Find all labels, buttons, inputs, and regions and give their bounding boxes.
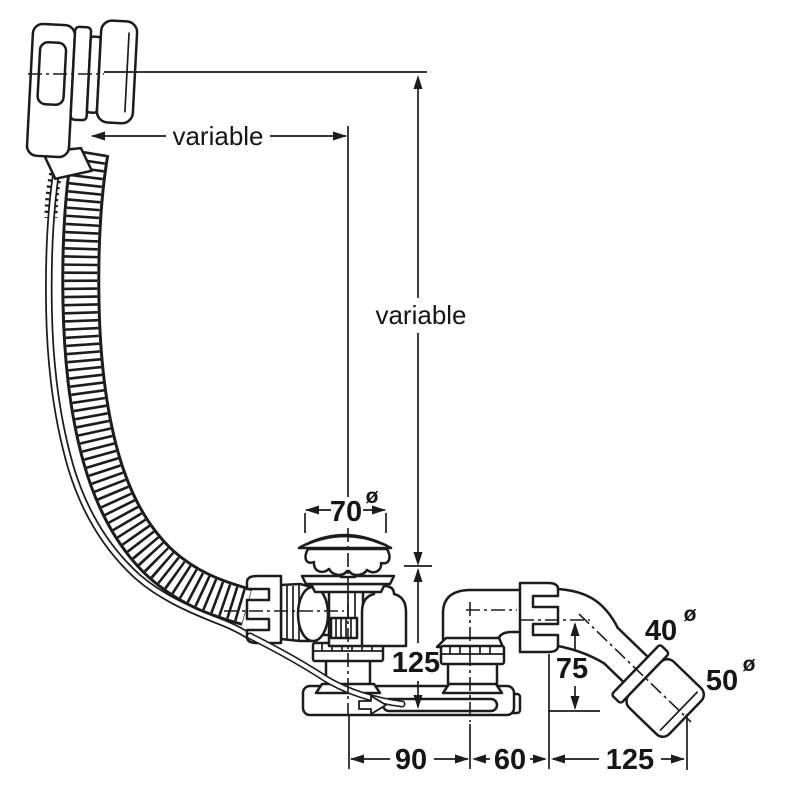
hose-union-nut [245, 574, 283, 645]
outlet-45-centerline [578, 613, 692, 723]
control-cable-upper [44, 146, 256, 642]
outlet-bend-bottom [556, 644, 606, 665]
cable-clamp-ribs [335, 618, 352, 638]
cable-clamp-block [329, 616, 359, 640]
dim-40-label: 40 [645, 615, 677, 647]
dim-variable-horizontal: variable [91, 121, 349, 497]
dim-70-diameter: 70 ø [304, 485, 387, 533]
dim-125-height-label: 125 [392, 647, 440, 679]
dim-50-dia-symbol: ø [743, 653, 756, 676]
dim-bottom-chain: 90 60 125 [348, 654, 688, 776]
dim-60-label: 60 [494, 744, 526, 776]
waste-plug [297, 533, 396, 594]
right-tailpipe [446, 661, 499, 687]
outlet-sleeve-endline [659, 691, 699, 732]
dim-40-dia-symbol: ø [684, 603, 697, 626]
outlet-elbow-outer [441, 588, 523, 652]
dim-75-drop: 75 [548, 622, 600, 712]
horn-end [296, 585, 330, 643]
outlet-union-nut [518, 581, 560, 654]
hose-corrugation-rings [64, 149, 252, 623]
centerlines [28, 73, 692, 723]
waste-assembly [245, 533, 706, 738]
plug-dome-innerline [305, 535, 385, 546]
outlet-bend-top [556, 587, 619, 629]
corrugated-overflow-hose [61, 148, 253, 626]
dim-70-dia-symbol: ø [366, 485, 379, 508]
flow-direction-arrow [358, 695, 387, 715]
dim-variable-vertical: variable [375, 75, 467, 567]
dimensions: variable variable 70 ø [91, 71, 756, 776]
right-riser-nut [439, 644, 506, 666]
dim-variable-horizontal-label: variable [172, 121, 263, 151]
dim-75-label: 75 [556, 653, 588, 685]
dim-variable-vertical-label: variable [375, 300, 466, 330]
overflow-fitting [25, 19, 139, 181]
dim-125-height: 125 [392, 568, 440, 709]
dim-50-label: 50 [706, 665, 738, 697]
dim-125-bottom-label: 125 [606, 744, 654, 776]
dim-outlet-diameters: 40 ø 50 ø [645, 603, 756, 697]
dim-90-label: 90 [395, 744, 427, 776]
waste-body-dome [360, 584, 408, 648]
right-shoe-flare [441, 682, 504, 695]
dim-70-label: 70 [330, 496, 362, 528]
